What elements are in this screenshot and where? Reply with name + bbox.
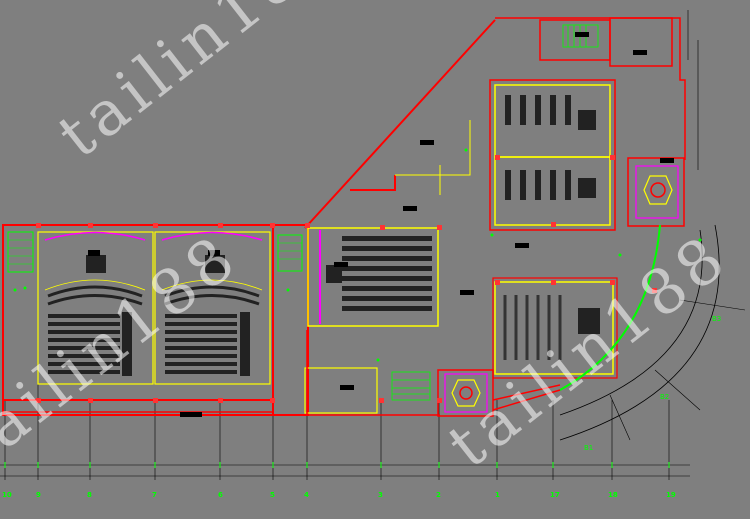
central-hall: [307, 227, 439, 327]
lower-corridor-rooms: [304, 367, 378, 414]
stair-core-lower: [437, 369, 494, 417]
diagonal-wing: [304, 19, 496, 229]
axis-label: 5: [270, 491, 275, 499]
right-lower-seating: [503, 295, 562, 360]
axis-label: 2: [436, 491, 441, 499]
axis-label-row: 10 9 8 7 6 5 4 3 2 1 17 18 19: [2, 491, 676, 499]
stair-core-upper: [627, 157, 685, 227]
annotation-dots: [13, 148, 702, 362]
core-block: [272, 224, 309, 416]
watermark-side: tailin188: [434, 219, 742, 482]
diagonal-wing-yellow: [395, 120, 471, 195]
grid-label-b1: B1: [584, 444, 593, 452]
curved-facade: [492, 224, 746, 441]
grid-label-b3: B3: [712, 315, 721, 323]
central-hall-seating: [326, 236, 432, 311]
axis-label: 7: [152, 491, 157, 499]
watermark-main: tailin188: [44, 0, 352, 172]
dimension-ticks: [4, 462, 670, 468]
right-classroom-seating: [505, 95, 600, 334]
top-right-rooms: [495, 17, 686, 160]
axis-label: 8: [87, 491, 92, 499]
grid-label-b2: B2: [660, 393, 669, 401]
axis-label: 19: [666, 491, 676, 499]
left-hall-seating: [47, 285, 260, 306]
structural-columns: [36, 155, 657, 403]
axis-label: 18: [608, 491, 618, 499]
axis-label: 1: [495, 491, 500, 499]
left-hall-rows: [48, 255, 250, 376]
axis-label: 17: [550, 491, 560, 499]
axis-label: 10: [2, 491, 12, 499]
lower-walls: [306, 330, 561, 416]
axis-label: 3: [378, 491, 383, 499]
axis-label: 6: [218, 491, 223, 499]
grid-labels: B1 B2 B3: [584, 315, 721, 452]
axis-label: 9: [36, 491, 41, 499]
axis-label: 4: [304, 491, 309, 499]
room-label-blocks: [88, 32, 674, 417]
lower-stair: [391, 371, 431, 401]
